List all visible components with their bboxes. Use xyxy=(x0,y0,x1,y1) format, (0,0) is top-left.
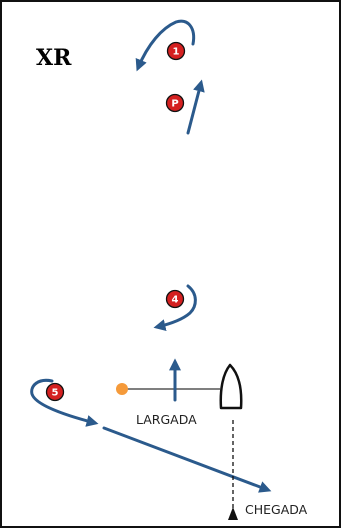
finish-label: CHEGADA xyxy=(245,502,308,517)
mark-4: 4 xyxy=(165,289,185,309)
rounding-arrow-mark-1 xyxy=(135,19,196,72)
pin-end-buoy xyxy=(116,383,128,395)
mark-5: 5 xyxy=(45,382,65,402)
mark-5-number: 5 xyxy=(52,388,59,399)
leg-arrow-to-mark-1 xyxy=(186,79,205,135)
mark-1: 1 xyxy=(166,41,186,61)
finish-mark xyxy=(228,507,238,520)
rounding-arrow-mark-4 xyxy=(153,284,197,331)
mark-4-number: 4 xyxy=(172,295,179,306)
finish-leg-arrow xyxy=(102,426,272,493)
mark-p-letter: P xyxy=(171,99,178,110)
committee-boat xyxy=(219,363,243,410)
diagram-title: XR xyxy=(36,45,72,71)
rounding-arrow-mark-5 xyxy=(30,378,99,427)
start-label: LARGADA xyxy=(136,412,197,427)
mark-1-number: 1 xyxy=(173,47,180,58)
mark-p: P xyxy=(165,93,185,113)
